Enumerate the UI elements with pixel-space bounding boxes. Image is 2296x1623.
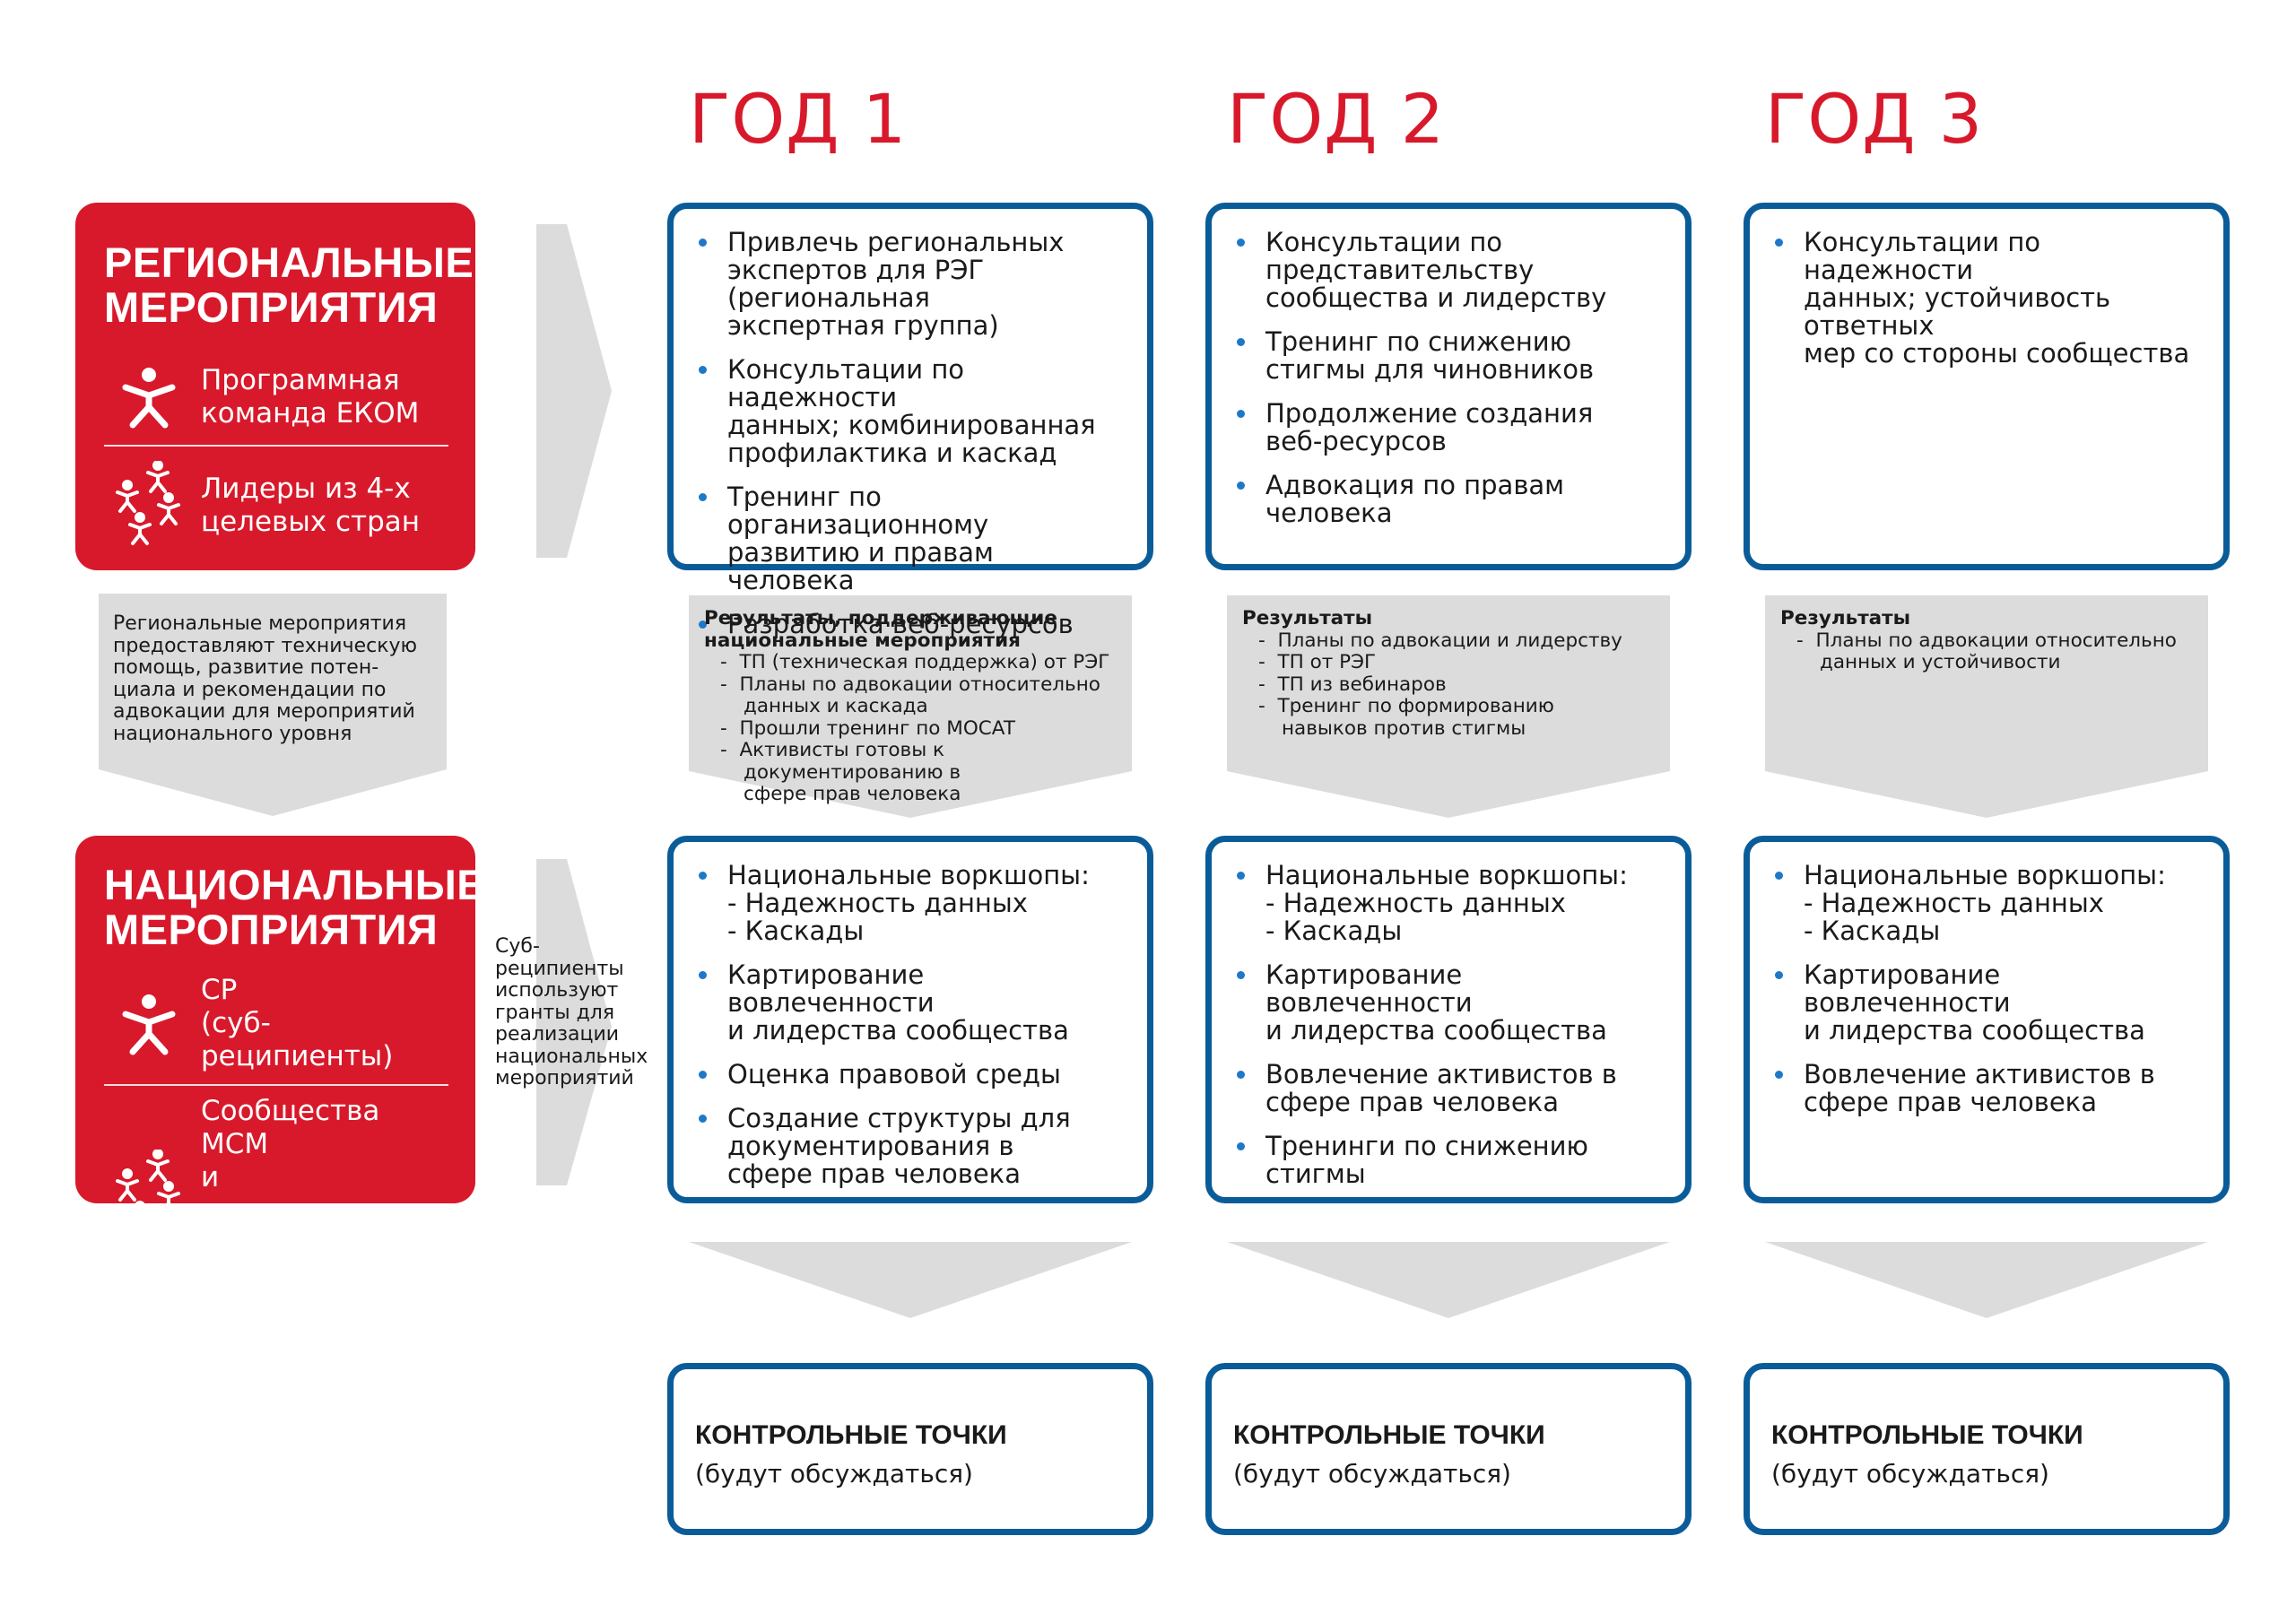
national-title: НАЦИОНАЛЬНЫЕ МЕРОПРИЯТИЯ (104, 861, 486, 953)
arrow-result-3 (1765, 595, 2208, 818)
national-item-subrecipients: СР(суб-реципиенты) (104, 963, 448, 1084)
results-year-3: Результаты - Планы по адвокации относите… (1780, 607, 2202, 674)
arrow-left-down (99, 594, 447, 816)
arrow-bottom-2 (1227, 1242, 1670, 1318)
list-item: Тренинги по снижению стигмы (1231, 1133, 1662, 1188)
national-box-year-3: Национальные воркшопы:- Надежность данны… (1744, 836, 2230, 1203)
year-3-header: ГОД 3 (1765, 79, 1984, 159)
checkpoint-box-year-3: КОНТРОЛЬНЫЕ ТОЧКИ (будут обсуждаться) (1744, 1363, 2230, 1535)
checkpoint-box-year-2: КОНТРОЛЬНЫЕ ТОЧКИ (будут обсуждаться) (1205, 1363, 1692, 1535)
result-item: - ТП из вебинаров (1258, 673, 1447, 696)
national-activities-panel: НАЦИОНАЛЬНЫЕ МЕРОПРИЯТИЯ СР(суб-реципиен… (75, 836, 486, 1293)
checkpoint-box-year-1: КОНТРОЛЬНЫЕ ТОЧКИ (будут обсуждаться) (667, 1363, 1153, 1535)
result-item: - Прошли тренинг по MOCAT (720, 716, 1015, 740)
arrow-regional-right (536, 224, 612, 558)
single-person-icon (122, 368, 176, 429)
year-2-header: ГОД 2 (1227, 79, 1446, 159)
checkpoint-title: КОНТРОЛЬНЫЕ ТОЧКИ (1233, 1420, 1545, 1450)
result-item: - ТП от РЭГ (1258, 651, 1377, 673)
list-item: Национальные воркшопы:- Надежность данны… (693, 862, 1124, 945)
list-item: Оценка правовой среды (693, 1061, 1124, 1089)
national-box-year-1: Национальные воркшопы:- Надежность данны… (667, 836, 1153, 1203)
list-item: Национальные воркшопы:- Надежность данны… (1770, 862, 2200, 945)
group-people-icon (116, 1150, 180, 1234)
checkpoint-title: КОНТРОЛЬНЫЕ ТОЧКИ (695, 1420, 1007, 1450)
checkpoint-subtitle: (будут обсуждаться) (695, 1459, 973, 1488)
arrow-bottom-3 (1765, 1242, 2208, 1318)
arrow-result-1 (689, 595, 1132, 818)
arrow-bottom-1 (689, 1242, 1132, 1318)
subrecipients-note: Суб- реципиенты используют гранты для ре… (495, 935, 648, 1089)
regional-note: Региональные мероприятия предоставляют т… (113, 612, 418, 745)
national-item-communities: Сообщества МСМ и трансгендеров Коалиция … (104, 1084, 448, 1303)
national-box-year-2: Национальные воркшопы:- Надежность данны… (1205, 836, 1692, 1203)
results-year-2: Результаты - Планы по адвокации и лидерс… (1242, 607, 1664, 740)
result-item: - Планы по адвокации и лидерству (1258, 629, 1622, 652)
list-item: Национальные воркшопы:- Надежность данны… (1231, 862, 1662, 945)
list-item: Разработка веб-ресурсов (693, 611, 1124, 638)
checkpoint-subtitle: (будут обсуждаться) (1233, 1459, 1511, 1488)
checkpoint-title: КОНТРОЛЬНЫЕ ТОЧКИ (1771, 1420, 2083, 1450)
result-item: - ТП (техническая поддержка) от РЭГ (720, 651, 1110, 673)
arrow-result-2 (1227, 595, 1670, 818)
regional-title: РЕГИОНАЛЬНЫЕ МЕРОПРИЯТИЯ (104, 239, 474, 331)
list-item: Адвокация по правам человека (1231, 472, 1662, 527)
checkpoint-subtitle: (будут обсуждаться) (1771, 1459, 2049, 1488)
arrow-national-right (536, 859, 612, 1185)
group-people-icon (116, 461, 180, 545)
year-1-header: ГОД 1 (689, 79, 908, 159)
single-person-icon (122, 994, 176, 1055)
